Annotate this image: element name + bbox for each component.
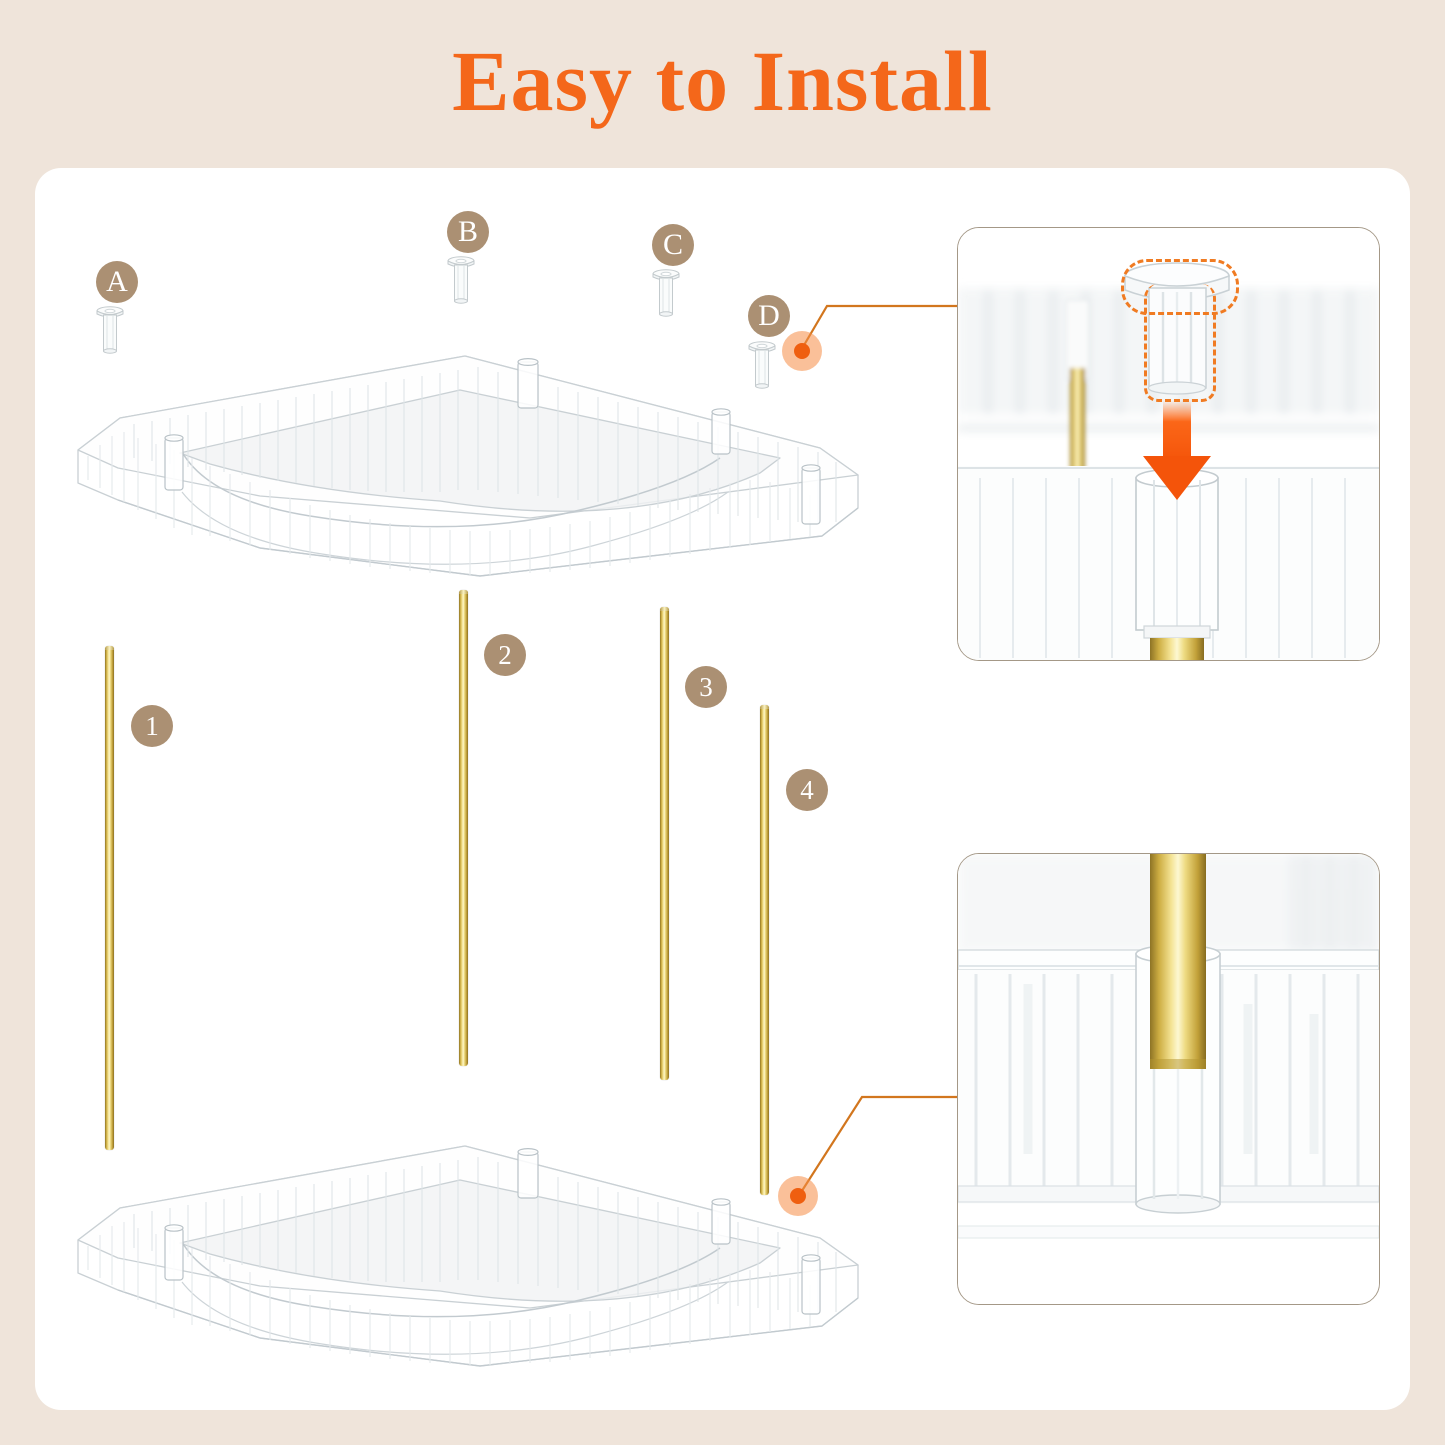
gold-rod-2 — [459, 590, 468, 1066]
dashed-highlight-cap-head — [1121, 259, 1239, 315]
rod-badge-2: 2 — [484, 634, 526, 676]
clear-peg-icon-a — [96, 306, 124, 354]
hardware-badge-b: B — [447, 211, 489, 253]
clear-peg-icon-d — [748, 341, 776, 389]
callout-dot-bottom — [778, 1176, 818, 1216]
top-clear-tray — [77, 355, 859, 577]
detail-panel-cap-insert — [957, 227, 1380, 661]
hardware-badge-d: D — [748, 295, 790, 337]
hardware-badge-a: A — [96, 261, 138, 303]
detail-panel-cap-insert-illustration — [958, 228, 1379, 660]
page-title: Easy to Install — [452, 33, 993, 129]
callout-leader-line-bottom — [797, 1095, 983, 1198]
detail-panel-rod-socket-illustration — [958, 854, 1379, 1304]
dashed-highlight-cap-body — [1144, 284, 1216, 402]
gold-rod-4 — [760, 705, 769, 1195]
clear-peg-icon-b — [447, 256, 475, 304]
down-arrow-icon — [1143, 400, 1211, 500]
callout-dot-top — [782, 331, 822, 371]
clear-peg-icon-c — [652, 269, 680, 317]
hardware-badge-c: C — [652, 224, 694, 266]
rod-badge-1: 1 — [131, 705, 173, 747]
detail-panel-rod-socket — [957, 853, 1380, 1305]
bottom-clear-tray — [77, 1145, 859, 1367]
rod-badge-4: 4 — [786, 769, 828, 811]
gold-rod-1 — [105, 646, 114, 1150]
rod-badge-3: 3 — [685, 666, 727, 708]
gold-rod-3 — [660, 607, 669, 1080]
